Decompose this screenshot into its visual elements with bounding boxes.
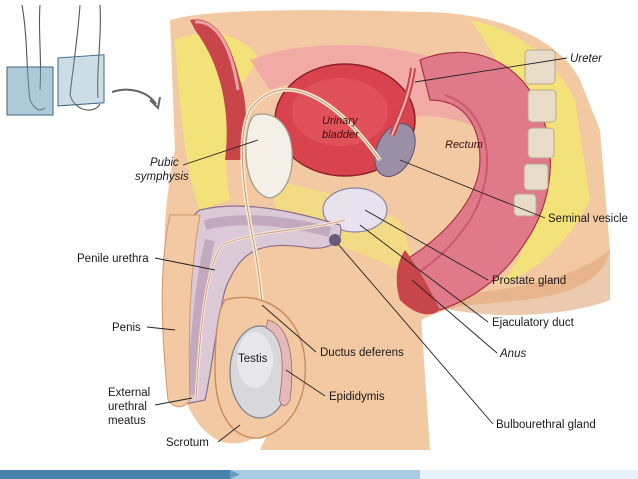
label-prostate-gland: Prostate gland — [492, 275, 566, 287]
label-bulbourethral-gland: Bulbourethral gland — [496, 419, 596, 431]
label-penis: Penis — [112, 322, 141, 334]
label-meatus-line1: External — [108, 387, 150, 399]
orientation-inset — [7, 5, 160, 115]
label-penile-urethra: Penile urethra — [77, 253, 149, 265]
label-ejaculatory-duct: Ejaculatory duct — [492, 317, 575, 329]
label-urinary-bladder-line1: Urinary — [322, 115, 359, 127]
label-epididymis: Epididymis — [329, 391, 385, 403]
bulbourethral-gland-organ — [329, 234, 341, 246]
label-urinary-bladder-line2: bladder — [322, 129, 360, 141]
label-ureter: Ureter — [570, 53, 603, 65]
label-meatus-line3: meatus — [108, 415, 146, 427]
label-testis: Testis — [238, 353, 268, 365]
label-pubic-symphysis-line1: Pubic — [150, 157, 179, 169]
label-ductus-deferens: Ductus deferens — [320, 347, 404, 359]
label-scrotum: Scrotum — [166, 437, 209, 449]
label-meatus-line2: urethral — [108, 401, 147, 413]
label-anus: Anus — [499, 348, 526, 360]
label-rectum: Rectum — [445, 139, 483, 151]
label-seminal-vesicle: Seminal vesicle — [548, 213, 628, 225]
label-external-urethral-meatus: External urethral meatus — [108, 387, 153, 427]
label-pubic-symphysis-line2: symphysis — [135, 171, 189, 183]
